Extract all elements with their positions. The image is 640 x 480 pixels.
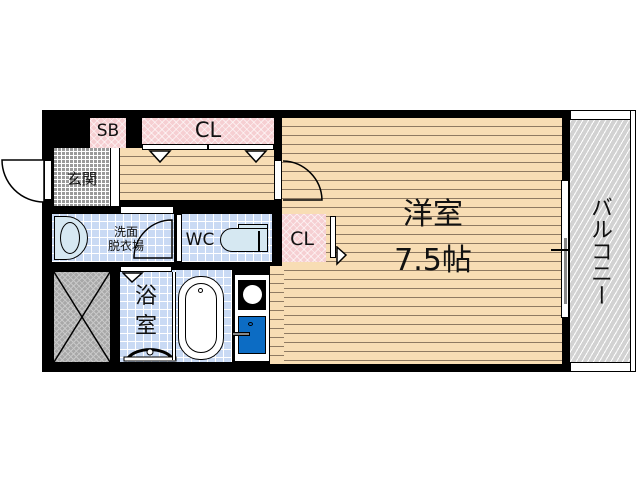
bathtub-drain — [198, 288, 203, 293]
toilet-label: WC — [185, 230, 215, 250]
closet-top-door-left[interactable] — [142, 144, 208, 150]
hallway-floor — [120, 148, 274, 200]
bathroom-partition — [172, 272, 176, 360]
kitchen-floor-strip — [270, 266, 284, 364]
washbasin-bowl — [60, 222, 80, 254]
closet-top-label: CL — [194, 118, 222, 142]
hallway-partition — [120, 206, 174, 214]
balcony-window-pane — [564, 238, 567, 304]
bathtub-inner — [185, 283, 217, 353]
closet-mid — [282, 214, 326, 262]
bathroom-label-line2: 室 — [134, 314, 157, 339]
toilet-bowl[interactable] — [220, 228, 268, 252]
shoe-box-label: SB — [96, 121, 120, 141]
closet-door-arrow-icon — [148, 150, 172, 164]
bathroom-door-arrow-icon — [122, 272, 144, 284]
balcony-rail-bottom — [570, 362, 632, 372]
toilet-door[interactable] — [176, 214, 182, 262]
closet-mid-arrow-icon — [336, 246, 348, 266]
closet-mid-door[interactable] — [330, 216, 336, 258]
balcony-window-cross-h — [551, 249, 579, 251]
closet-top-door-right[interactable] — [208, 144, 274, 150]
western-room — [282, 118, 562, 364]
room-door-swing-icon[interactable] — [282, 160, 326, 202]
storage-x-icon — [54, 272, 110, 362]
balcony-rail-right — [630, 110, 636, 372]
sink-drain — [248, 322, 253, 326]
bathroom-drain-icon — [123, 348, 177, 362]
western-room-size: 7.5帖 — [394, 243, 472, 278]
shoe-box — [90, 118, 126, 148]
washroom-door-icon[interactable] — [132, 218, 174, 262]
balcony-rail-top — [570, 110, 632, 120]
bathroom-door-top[interactable] — [120, 266, 172, 272]
washroom-label-line1: 洗面 — [113, 225, 138, 239]
entrance-step — [110, 148, 120, 206]
toilet-seat-line — [258, 231, 260, 251]
entry-door-icon[interactable] — [0, 158, 46, 204]
entrance-label: 玄関 — [66, 170, 97, 188]
entrance — [54, 148, 110, 206]
closet-mid-label: CL — [290, 228, 314, 250]
closet-top — [142, 118, 274, 144]
room-door-frame — [274, 160, 282, 200]
closet-door-arrow-icon — [244, 150, 268, 164]
sink-faucet — [232, 332, 250, 336]
balcony — [570, 118, 632, 364]
stove-burner-icon — [243, 285, 262, 304]
bathroom-label-line1: 浴 — [134, 284, 157, 309]
toilet-tank — [238, 224, 268, 229]
western-room-label: 洋室 — [403, 197, 463, 232]
balcony-label: バルコニー — [587, 196, 612, 306]
